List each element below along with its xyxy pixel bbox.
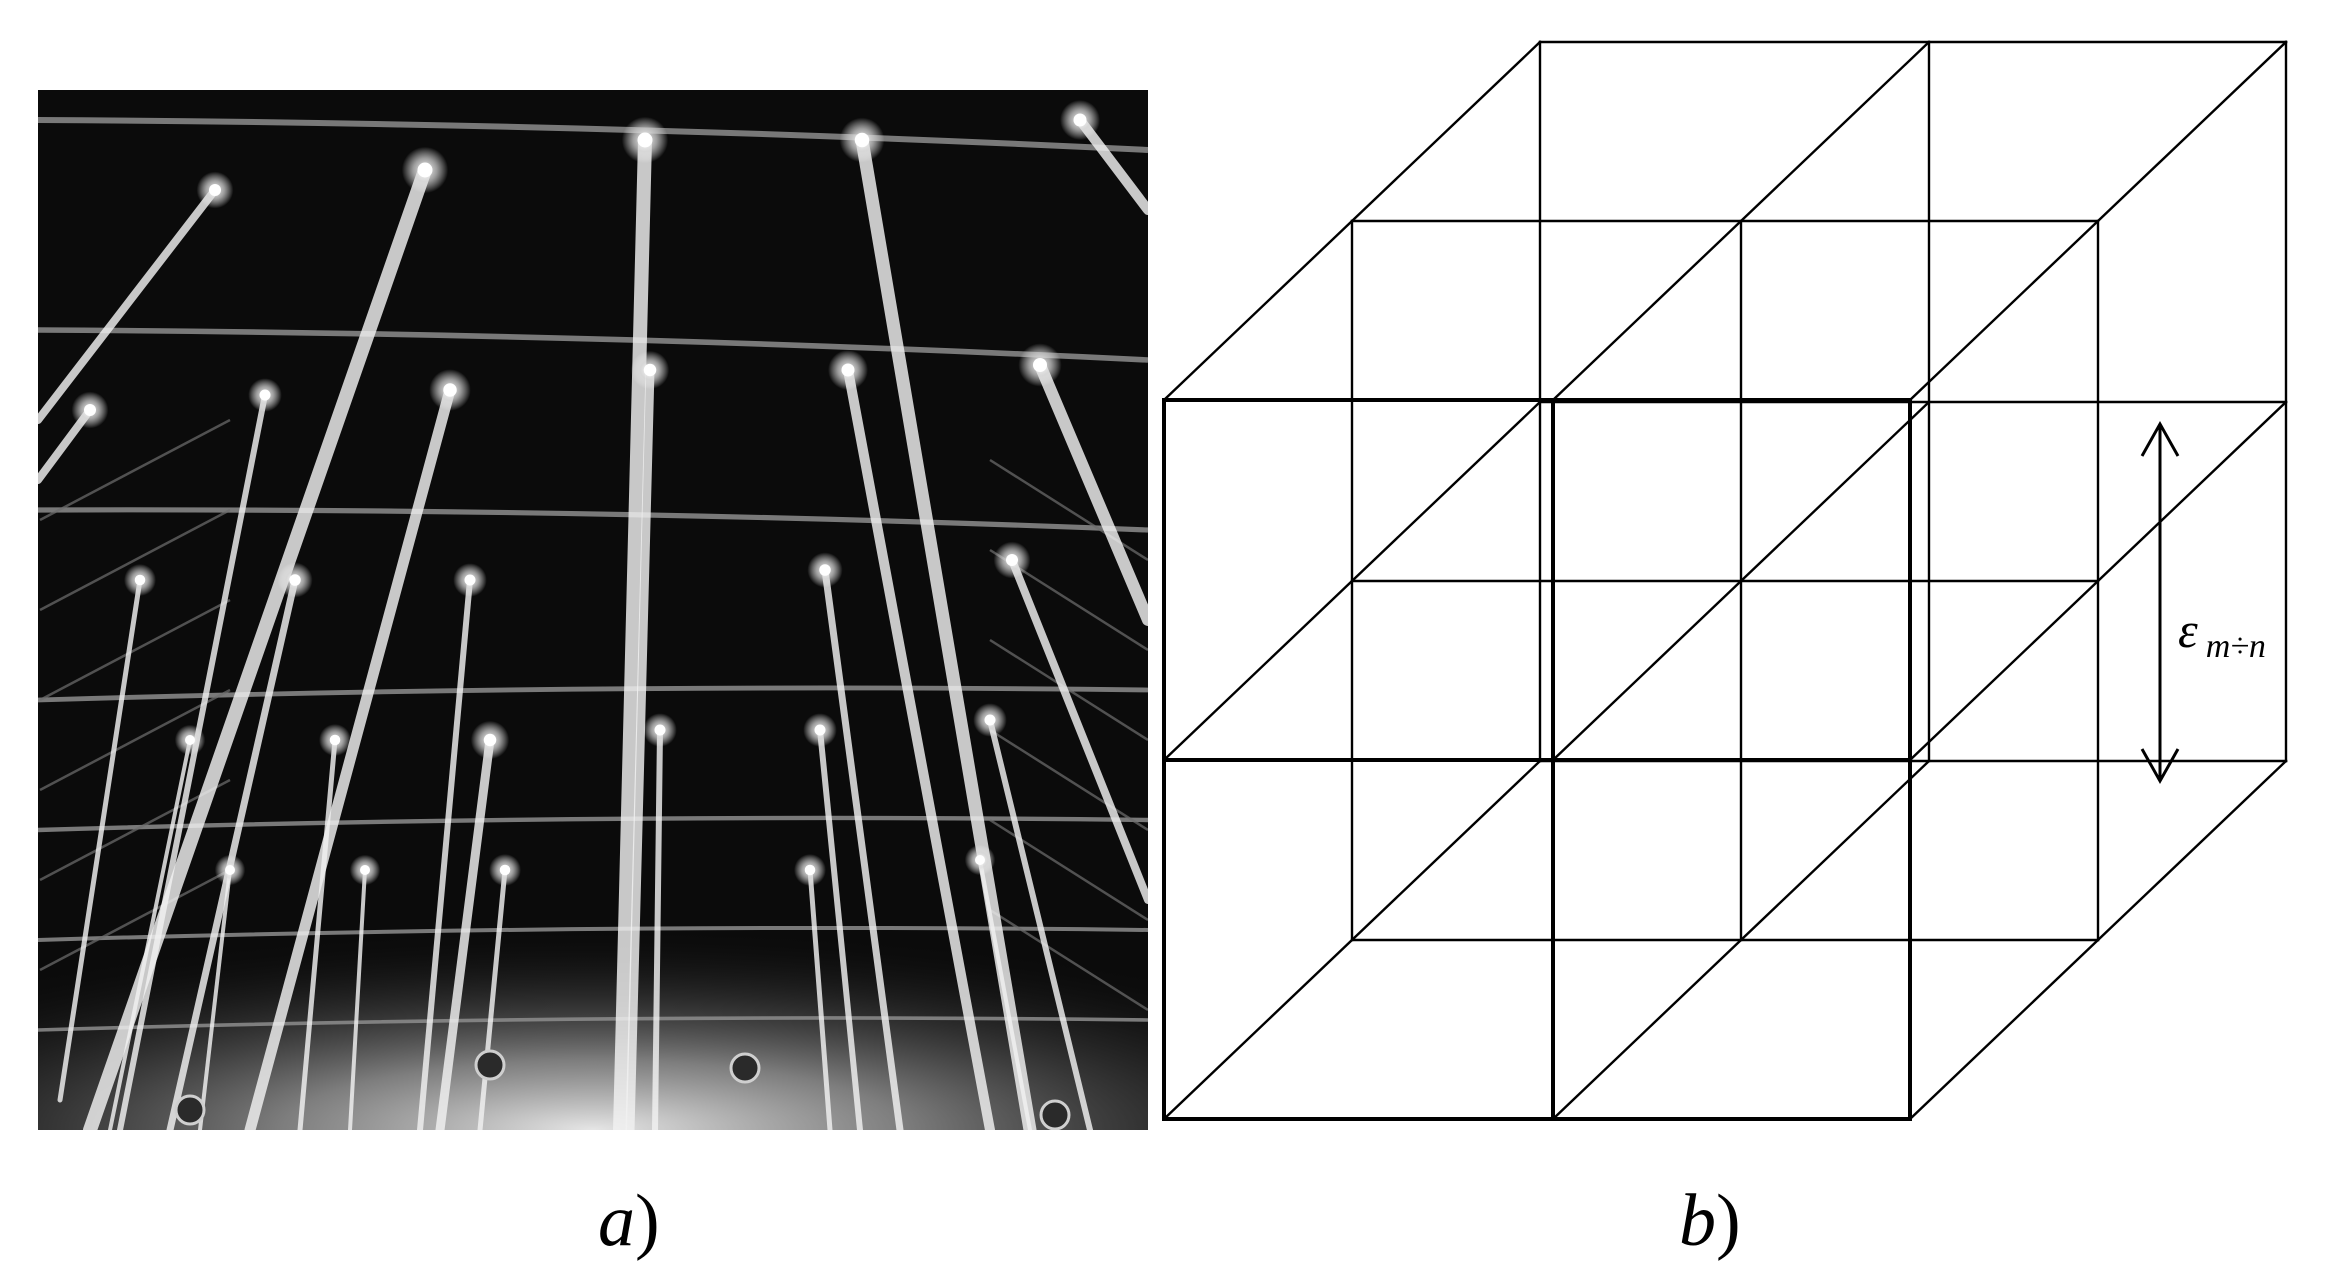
scaffold-bar bbox=[38, 925, 1148, 942]
light-rod bbox=[38, 186, 219, 424]
lamp-point bbox=[499, 864, 511, 876]
truss-member bbox=[39, 868, 231, 972]
light-rod bbox=[83, 163, 432, 1130]
light-rod bbox=[817, 727, 863, 1130]
lamp-point bbox=[134, 574, 146, 586]
light-rod bbox=[625, 365, 655, 1130]
lamp-point bbox=[841, 363, 855, 377]
scaffold-bar bbox=[38, 117, 1148, 153]
lamp-point bbox=[643, 363, 657, 377]
light-rod bbox=[978, 858, 1032, 1130]
lamp-point bbox=[443, 383, 457, 397]
light-rod bbox=[821, 566, 904, 1130]
grid-edge bbox=[1162, 759, 1542, 1121]
lamp-point bbox=[289, 574, 301, 586]
lamp-point bbox=[854, 132, 870, 148]
truss-member bbox=[989, 638, 1148, 742]
caption-b-paren: ) bbox=[1716, 1180, 1741, 1262]
truss-member bbox=[39, 418, 231, 522]
truss-member bbox=[989, 908, 1148, 1012]
lamp-point bbox=[360, 865, 370, 875]
light-rod bbox=[57, 577, 143, 1103]
light-rod bbox=[613, 133, 652, 1130]
lamp-point bbox=[819, 564, 831, 576]
lamp-point bbox=[483, 733, 497, 747]
panel-b-cube-grid bbox=[1162, 40, 2288, 1121]
light-rod bbox=[652, 727, 663, 1130]
truss-member bbox=[39, 598, 231, 702]
scaffold-bar bbox=[38, 327, 1148, 363]
light-rod bbox=[807, 867, 833, 1130]
floor-lamp bbox=[729, 1052, 761, 1084]
caption-a-letter: a bbox=[598, 1180, 635, 1262]
lamp-point bbox=[209, 184, 221, 196]
lamp-point bbox=[259, 389, 271, 401]
arrowhead-top bbox=[2140, 420, 2180, 457]
light-rod bbox=[987, 717, 1093, 1130]
floor-lamp bbox=[474, 1049, 506, 1081]
light-rod bbox=[855, 133, 1037, 1130]
dimension-subscript: m÷n bbox=[2206, 628, 2266, 665]
lamp-point bbox=[637, 132, 653, 148]
truss-member bbox=[39, 508, 231, 612]
lamp-point bbox=[84, 404, 96, 416]
scaffold-bar bbox=[38, 1016, 1148, 1032]
truss-member bbox=[39, 778, 231, 882]
light-rod bbox=[297, 737, 338, 1130]
lamp-point bbox=[804, 864, 816, 876]
light-rod bbox=[435, 735, 495, 1130]
grid-edge bbox=[1908, 400, 2288, 762]
grid-edge bbox=[1551, 40, 1931, 402]
light-rod bbox=[348, 868, 367, 1130]
lamp-point bbox=[1006, 554, 1018, 566]
lamp-point bbox=[225, 865, 235, 875]
light-rod bbox=[417, 577, 473, 1130]
lamp-point bbox=[1073, 113, 1087, 127]
caption-b: b) bbox=[1679, 1180, 1741, 1262]
light-rod bbox=[166, 576, 299, 1130]
light-rod bbox=[244, 384, 456, 1130]
lamp-point bbox=[984, 714, 996, 726]
floor-lamp bbox=[1039, 1099, 1071, 1130]
grid-edge bbox=[1162, 400, 1542, 762]
light-rod bbox=[477, 867, 508, 1130]
lamp-point bbox=[464, 574, 476, 586]
grid-edge bbox=[1551, 400, 1931, 762]
light-rod bbox=[108, 738, 192, 1130]
lamp-point bbox=[654, 724, 666, 736]
scaffold-bar bbox=[38, 507, 1148, 533]
lamp-point bbox=[185, 735, 195, 745]
lamp-point bbox=[975, 855, 985, 865]
lamp-point bbox=[417, 162, 433, 178]
lamp-point bbox=[1033, 358, 1047, 372]
lamp-points bbox=[71, 100, 1100, 1130]
grid-edge bbox=[1908, 759, 2288, 1121]
light-rod bbox=[1008, 556, 1148, 904]
lamp-point bbox=[329, 734, 341, 746]
grid-edge bbox=[1162, 40, 1542, 402]
light-rod bbox=[198, 868, 232, 1130]
caption-b-letter: b bbox=[1679, 1180, 1716, 1262]
arrowhead-bottom bbox=[2140, 748, 2180, 785]
dimension-symbol: ε bbox=[2178, 602, 2198, 658]
light-rod bbox=[1034, 359, 1148, 626]
truss-member bbox=[39, 688, 231, 792]
grid-edge bbox=[1551, 759, 1931, 1121]
caption-a: a) bbox=[598, 1180, 660, 1262]
truss-member bbox=[989, 728, 1148, 832]
panel-a-photo bbox=[38, 90, 1148, 1130]
grid-edge bbox=[1908, 40, 2288, 402]
floor-lamp bbox=[174, 1094, 206, 1126]
lamp-point bbox=[814, 724, 826, 736]
light-rods bbox=[38, 115, 1148, 1130]
caption-a-paren: ) bbox=[635, 1180, 660, 1262]
light-rod bbox=[117, 392, 268, 1130]
dimension-annotation bbox=[2140, 420, 2180, 785]
light-rod bbox=[843, 365, 995, 1130]
